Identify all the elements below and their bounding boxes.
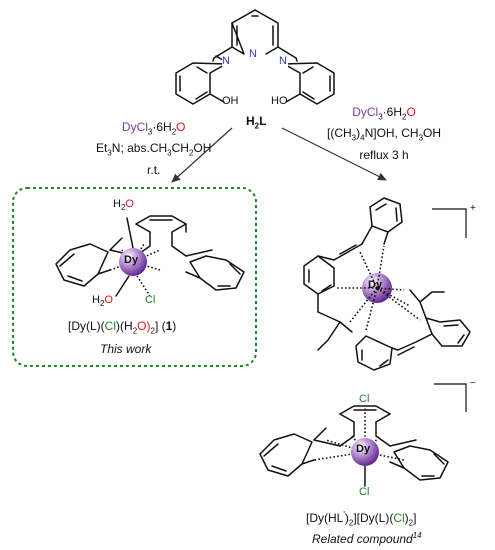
related-sub: 2 bbox=[348, 518, 354, 528]
cation-complex-structure bbox=[303, 197, 471, 371]
complex1-dy-label: Dy bbox=[124, 254, 139, 266]
related-ref: 14 bbox=[412, 531, 422, 540]
left-conditions-line3: r.t. bbox=[147, 162, 161, 177]
complex1-formula-sub3: 2 bbox=[150, 326, 155, 336]
cation-dy-label: Dy bbox=[368, 279, 383, 291]
left-conditions: DyCl3·6H2O Et3N; abs.CH3CH2OH r.t. bbox=[96, 119, 211, 178]
left-ch2: CH bbox=[171, 141, 189, 156]
left-conditions-line2: Et3N; abs.CH3CH2OH bbox=[96, 140, 211, 161]
right-conditions-line2: [(CH3)4N]OH, CH3OH bbox=[327, 125, 441, 146]
right-conditions-line3: reflux 3 h bbox=[359, 147, 409, 162]
left-reaction-arrow bbox=[171, 127, 233, 183]
left-solvent: N; abs.CH bbox=[111, 141, 168, 156]
complex1-h2o-top: H2O bbox=[113, 198, 134, 212]
right-tma: [(CH bbox=[327, 126, 352, 141]
complex-1-structure bbox=[55, 215, 245, 297]
left-dycl-sub: 3 bbox=[147, 127, 153, 137]
anion-cl-top: Cl bbox=[359, 393, 370, 405]
left-oh: OH bbox=[193, 141, 212, 156]
related-prime: ' bbox=[343, 510, 345, 519]
complex1-formula-num: 1 bbox=[165, 319, 173, 333]
hydroxyl-left-text: OH bbox=[222, 95, 239, 107]
ligand-name-sub: 2 bbox=[254, 121, 260, 131]
related-caption: Related compound14 bbox=[312, 531, 422, 546]
complex1-h2o-top-h: H bbox=[113, 198, 121, 210]
right-hydrate: ·6H bbox=[382, 105, 403, 119]
complex1-h2o-bottom-sub: 2 bbox=[99, 299, 105, 309]
right-hydrate-o: O bbox=[406, 105, 416, 119]
complex1-formula-cl: Cl bbox=[104, 319, 117, 333]
right-dycl: DyCl bbox=[352, 105, 379, 119]
related-formula-b: ) bbox=[344, 511, 349, 525]
complex1-h2o-top-sub: 2 bbox=[120, 203, 126, 213]
left-et-sub: 3 bbox=[107, 148, 112, 158]
right-paren-sub: 4 bbox=[360, 133, 365, 143]
hydroxyl-left-label: OH bbox=[222, 95, 239, 107]
anion-charge: − bbox=[470, 378, 476, 389]
pyridine-n-label: N bbox=[249, 48, 257, 60]
complex1-formula-d: ] ( bbox=[154, 319, 166, 333]
right-reaction-arrow bbox=[281, 127, 387, 181]
this-work-frame bbox=[12, 187, 257, 367]
ligand-structure bbox=[175, 9, 335, 105]
right-conditions: DyCl3·6H2O [(CH3)4N]OH, CH3OH reflux 3 h bbox=[327, 104, 441, 163]
related-formula-c: ][Dy(L)( bbox=[353, 511, 394, 525]
right-oh: OH bbox=[423, 126, 442, 141]
right-ch3-sub: 3 bbox=[418, 133, 424, 143]
imine-n-left-label: N bbox=[222, 55, 230, 67]
left-ch3-sub: 3 bbox=[167, 148, 172, 158]
complex1-h2o-top-o: O bbox=[125, 198, 134, 210]
complex1-formula: [Dy(L)(Cl)(H2O)2] (1) bbox=[68, 319, 176, 335]
related-sub2: 2 bbox=[408, 518, 414, 528]
anion-cl-bottom: Cl bbox=[359, 486, 370, 498]
left-hydrate: ·6H bbox=[152, 120, 172, 134]
related-caption-text: Related compound bbox=[312, 532, 413, 546]
ligand-name: H2L bbox=[246, 114, 266, 130]
related-formula: [Dy(HL')2][Dy(L)(Cl)2] bbox=[306, 510, 416, 527]
complex1-caption: This work bbox=[100, 342, 152, 356]
anion-complex-structure bbox=[259, 383, 467, 487]
complex1-formula-b: )(H bbox=[116, 319, 133, 333]
ligand-name-end: L bbox=[259, 114, 267, 128]
left-dycl: DyCl bbox=[121, 120, 148, 134]
imine-n-right-label: N bbox=[279, 55, 287, 67]
complex1-formula-a: [Dy(L)( bbox=[68, 319, 105, 333]
left-hydrate-o: O bbox=[176, 120, 186, 134]
right-conditions-line1: DyCl3·6H2O bbox=[327, 104, 441, 125]
left-et: Et bbox=[96, 141, 108, 156]
anion-dy-label: Dy bbox=[356, 443, 371, 455]
hydroxyl-right-text: HO bbox=[271, 95, 288, 107]
dy-atom bbox=[119, 248, 147, 276]
ligand-name-main: H bbox=[246, 114, 255, 128]
complex1-h2o-bottom: H2O bbox=[92, 294, 113, 308]
related-formula-cl: Cl bbox=[393, 511, 405, 525]
complex1-formula-c: O) bbox=[137, 319, 151, 333]
related-formula-e: ] bbox=[413, 511, 417, 525]
right-hydrate-sub: 2 bbox=[402, 112, 407, 122]
complex1-h2o-bottom-h: H bbox=[92, 294, 100, 306]
related-formula-d: ) bbox=[404, 511, 409, 525]
right-noh: N]OH, CH bbox=[364, 126, 419, 141]
related-formula-a: [Dy(HL bbox=[306, 511, 344, 525]
right-dycl-sub: 3 bbox=[378, 112, 383, 122]
left-conditions-line1: DyCl3·6H2O bbox=[96, 119, 211, 140]
complex1-cl: Cl bbox=[145, 294, 156, 306]
complex1-formula-e: ) bbox=[172, 319, 177, 333]
cation-charge: + bbox=[470, 203, 476, 214]
left-ch2-sub: 2 bbox=[188, 148, 194, 158]
complex1-h2o-bottom-o: O bbox=[104, 294, 113, 306]
right-tma-sub: 3 bbox=[351, 133, 357, 143]
right-paren: ) bbox=[356, 126, 361, 141]
dy-atom bbox=[351, 438, 379, 466]
left-hydrate-sub: 2 bbox=[171, 127, 177, 137]
complex1-formula-sub2: 2 bbox=[132, 326, 138, 336]
hydroxyl-right-label: HO bbox=[271, 95, 288, 107]
